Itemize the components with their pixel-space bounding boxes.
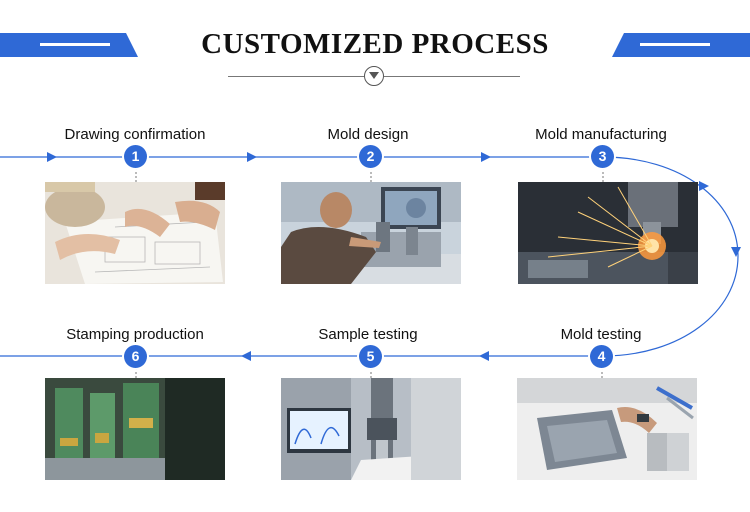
step-label-mold-testing: Mold testing — [560, 326, 642, 343]
right-flow-curve — [602, 156, 739, 357]
title-divider-left — [228, 76, 364, 77]
step-label-stamping-production: Stamping production — [66, 326, 204, 343]
left-ribbon — [0, 33, 140, 57]
chevron-down-icon — [369, 72, 379, 79]
step-badge-2: 2 — [359, 145, 382, 168]
arrow-down-icon — [731, 247, 741, 257]
mold-testing-photo — [517, 378, 697, 480]
step-badge-3: 3 — [591, 145, 614, 168]
step-badge-4: 4 — [590, 345, 613, 368]
drawing-review-photo — [45, 182, 225, 284]
step-badge-5: 5 — [359, 345, 382, 368]
step-label-mold-manufacturing: Mold manufacturing — [535, 126, 667, 143]
step-badge-6: 6 — [124, 345, 147, 368]
arrow-right-icon — [481, 152, 491, 162]
step-label-drawing-confirmation: Drawing confirmation — [64, 126, 206, 143]
arrow-right-icon — [47, 152, 57, 162]
right-ribbon — [612, 33, 750, 57]
arrow-left-icon — [479, 351, 489, 361]
mold-design-photo — [281, 182, 461, 284]
step-label-sample-testing: Sample testing — [318, 326, 418, 343]
stamping-production-photo — [45, 378, 225, 480]
divider-badge — [364, 66, 384, 86]
arrow-left-icon — [241, 351, 251, 361]
page-title: CUSTOMIZED PROCESS — [201, 28, 549, 60]
step-badge-1: 1 — [124, 145, 147, 168]
arrow-right-icon — [699, 181, 709, 191]
arrow-right-icon — [247, 152, 257, 162]
step-label-mold-design: Mold design — [327, 126, 409, 143]
title-divider-right — [384, 76, 520, 77]
mold-manufacturing-photo — [518, 182, 698, 284]
sample-testing-photo — [281, 378, 461, 480]
